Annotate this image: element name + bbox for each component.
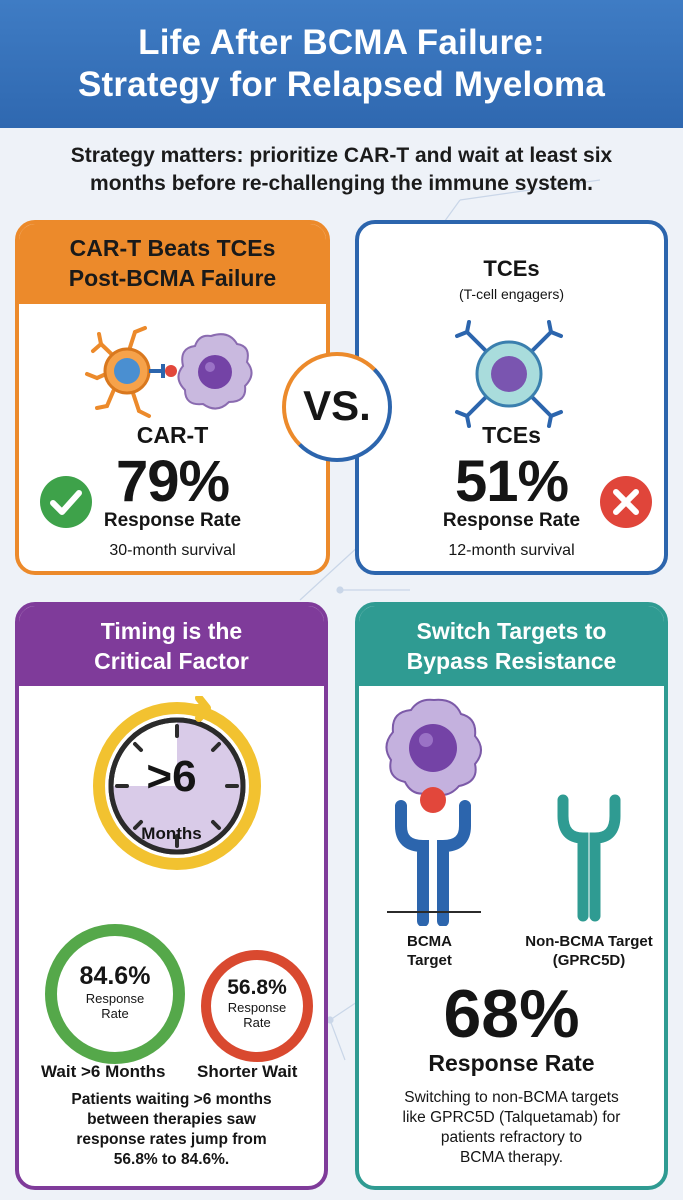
switch-header-line1: Switch Targets to [416, 618, 607, 644]
page-subtitle: Strategy matters: prioritize CAR-T and w… [20, 142, 663, 198]
wait-long-value: 84.6% [79, 962, 151, 990]
cart-rate-label: Response Rate [103, 510, 242, 531]
clock-value: >6 [146, 752, 197, 801]
tce-percent: 51% [454, 449, 569, 514]
timing-panel: Timing is the Critical Factor >6 Months … [15, 602, 328, 1190]
timing-panel-header: Timing is the Critical Factor [19, 606, 324, 686]
non-bcma-label-line2: (GPRC5D) [552, 952, 626, 969]
timing-description: Patients waiting >6 months between thera… [29, 1090, 314, 1170]
timing-header-line1: Timing is the [100, 618, 243, 644]
bcma-label-line1: BCMA [407, 933, 452, 950]
tce-cell-illustration [455, 320, 563, 428]
bcma-receptor-illustration [385, 698, 482, 926]
timing-header-line2: Critical Factor [94, 648, 249, 674]
page-title-line1: Life After BCMA Failure: [138, 23, 545, 62]
wait-long-circle: 84.6% Response Rate [45, 924, 185, 1064]
gprc5d-receptor-illustration [557, 794, 621, 922]
switch-header-line2: Bypass Resistance [406, 648, 617, 674]
wait-short-caption: Shorter Wait [197, 1062, 298, 1081]
cart-percent: 79% [115, 449, 230, 514]
cart-header-line1: CAR-T Beats TCEs [69, 235, 276, 261]
cart-header-line2: Post-BCMA Failure [68, 265, 277, 291]
clock-icon [93, 696, 261, 870]
cart-survival: 30-month survival [109, 542, 236, 559]
cart-cell-illustration [85, 326, 253, 418]
tce-rate-label: Response Rate [442, 510, 581, 531]
wait-short-label-line1: Response [227, 1000, 287, 1015]
tce-panel-subheader: (T-cell engagers) [458, 286, 565, 302]
clock-unit: Months [141, 824, 202, 843]
page-header: Life After BCMA Failure: Strategy for Re… [0, 0, 683, 128]
cross-icon [600, 476, 652, 528]
switch-desc-line3: patients refractory to [440, 1129, 583, 1146]
timing-desc-line4: 56.8% to 84.6%. [113, 1151, 230, 1168]
tce-survival: 12-month survival [448, 542, 575, 559]
wait-short-value: 56.8% [227, 976, 287, 999]
non-bcma-label-line1: Non-BCMA Target [525, 933, 653, 950]
timing-desc-line3: response rates jump from [76, 1131, 267, 1148]
switch-panel: Switch Targets to Bypass Resistance BCMA… [355, 602, 668, 1190]
page-title-line2: Strategy for Relapsed Myeloma [77, 65, 606, 104]
switch-desc-line2: like GPRC5D (Talquetamab) for [402, 1109, 621, 1126]
subtitle-line1: Strategy matters: prioritize CAR-T and w… [70, 144, 613, 167]
bcma-target-label: BCMA Target [407, 932, 452, 970]
switch-description: Switching to non-BCMA targets like GPRC5… [369, 1088, 654, 1168]
cart-name: CAR-T [136, 422, 209, 448]
switch-desc-line4: BCMA therapy. [459, 1149, 564, 1166]
tce-name: TCEs [482, 422, 541, 448]
cart-panel: CAR-T Beats TCEs Post-BCMA Failure CAR-T… [15, 220, 330, 575]
wait-short-circle: 56.8% Response Rate [201, 950, 313, 1062]
timing-desc-line1: Patients waiting >6 months [71, 1091, 272, 1108]
switch-percent: 68% [443, 976, 580, 1052]
timing-desc-line2: between therapies saw [87, 1111, 256, 1128]
bcma-label-line2: Target [407, 952, 452, 969]
switch-desc-line1: Switching to non-BCMA targets [404, 1089, 619, 1106]
vs-badge: VS. [282, 352, 392, 462]
wait-long-caption: Wait >6 Months [41, 1062, 166, 1081]
cart-panel-header: CAR-T Beats TCEs Post-BCMA Failure [19, 224, 326, 304]
wait-long-label-line2: Rate [101, 1006, 129, 1021]
tce-panel: TCEs (T-cell engagers) TCEs 51% Response… [355, 220, 668, 575]
non-bcma-target-label: Non-BCMA Target (GPRC5D) [509, 932, 664, 970]
wait-long-label-line1: Response [85, 991, 145, 1006]
check-icon [40, 476, 92, 528]
switch-panel-header: Switch Targets to Bypass Resistance [359, 606, 664, 686]
tce-panel-header: TCEs [483, 256, 540, 281]
wait-short-label-line2: Rate [243, 1015, 271, 1030]
switch-rate-label: Response Rate [428, 1050, 595, 1076]
subtitle-line2: months before re-challenging the immune … [90, 172, 593, 195]
